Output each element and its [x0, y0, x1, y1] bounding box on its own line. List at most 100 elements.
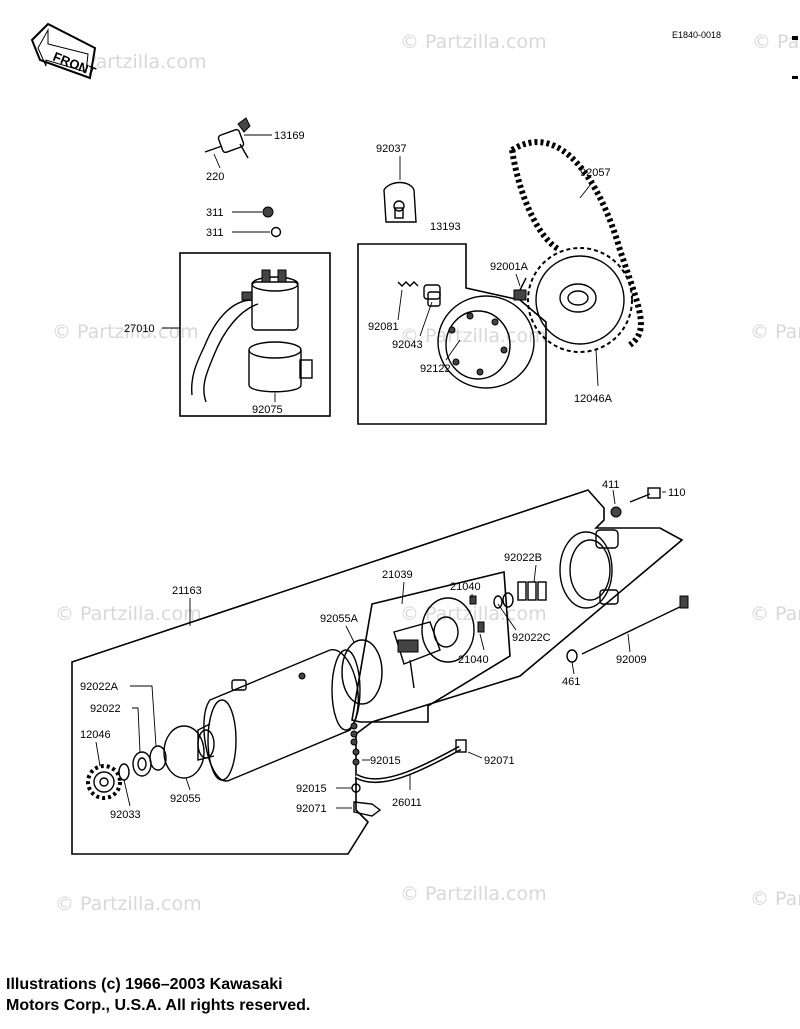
- part-label-21040b: 21040: [458, 654, 489, 666]
- watermark: © Partzilla.com: [52, 321, 199, 343]
- part-label-12046: 12046: [80, 729, 111, 741]
- part-label-92001A: 92001A: [490, 261, 529, 273]
- part-label-92022B: 92022B: [504, 552, 542, 564]
- starter-sprocket-icon: [86, 764, 122, 800]
- watermark: © Partzilla.com: [750, 321, 800, 343]
- clutch-frame: [357, 243, 547, 425]
- leader-line: [130, 685, 157, 747]
- part-label-311a: 311: [206, 207, 224, 219]
- part-label-110: 110: [668, 487, 686, 499]
- brush-holder-frame: [351, 570, 511, 723]
- circlip-icon: [118, 763, 130, 781]
- part-label-92015b: 92015: [296, 783, 327, 795]
- part-label-92009: 92009: [616, 654, 647, 666]
- leader-line: [479, 633, 485, 651]
- leader-line: [185, 777, 191, 791]
- chain-icon: [509, 139, 644, 348]
- small-nuts-icon: [350, 722, 360, 766]
- part-label-92022C: 92022C: [512, 632, 551, 644]
- part-label-21040a: 21040: [450, 581, 481, 593]
- starter-relay-icon: [190, 269, 299, 403]
- part-label-92081: 92081: [368, 321, 399, 333]
- part-label-92071a: 92071: [484, 755, 515, 767]
- part-label-92055A: 92055A: [320, 613, 359, 625]
- damper-rubber-icon: [383, 181, 417, 223]
- part-label-92033: 92033: [110, 809, 141, 821]
- o-ring-461-icon: [566, 649, 578, 663]
- watermark: © Partzilla.com: [400, 883, 547, 905]
- watermark: © Partzilla.com: [60, 51, 207, 73]
- part-label-311b: 311: [206, 227, 224, 239]
- leader-line: [401, 581, 405, 605]
- copyright-line-1: Illustrations (c) 1966–2003 Kawasaki: [6, 976, 283, 993]
- leader-line: [123, 779, 131, 807]
- watermark: © Partzilla.com: [400, 31, 547, 53]
- copyright-notice: Illustrations (c) 1966–2003 Kawasaki Mot…: [6, 974, 310, 1016]
- o-ring-92055-icon: [163, 725, 205, 779]
- brush-plate-icon: [393, 597, 475, 689]
- part-label-92075: 92075: [252, 404, 283, 416]
- long-bolt-92009-icon: [581, 595, 689, 655]
- leader-line: [467, 751, 483, 759]
- leader-line: [345, 625, 355, 643]
- part-label-411: 411: [602, 479, 620, 491]
- part-label-12046A: 12046A: [574, 393, 613, 405]
- watermark: © Partzilla.com: [750, 603, 800, 625]
- leader-line: [571, 661, 575, 675]
- watermark: © Partzilla.com: [400, 603, 547, 625]
- watermarks: © Partzilla.com © Partzilla.com © Partzi…: [52, 31, 800, 915]
- leader-line: [132, 707, 141, 753]
- part-label-220: 220: [206, 171, 224, 183]
- starter-motor-icon: [197, 649, 361, 782]
- part-label-21163: 21163: [172, 585, 202, 597]
- part-label-92071b: 92071: [296, 803, 327, 815]
- washer-411-icon: [610, 506, 622, 518]
- part-label-92022: 92022: [90, 703, 121, 715]
- o-ring-92055A-icon: [341, 639, 383, 705]
- leader-line: [419, 301, 433, 337]
- bolt-220-icon: [204, 117, 251, 159]
- end-cover-icon: [559, 529, 619, 609]
- part-label-13169: 13169: [274, 130, 305, 142]
- part-label-92057: 92057: [580, 167, 611, 179]
- one-way-clutch-icon: [437, 295, 535, 389]
- leader-line: [445, 339, 461, 361]
- part-label-461: 461: [562, 676, 580, 688]
- relay-cover-icon: [248, 341, 313, 393]
- part-label-21039: 21039: [382, 569, 413, 581]
- part-label-92043: 92043: [392, 339, 423, 351]
- part-label-92015a: 92015: [370, 755, 401, 767]
- shims-icon: [493, 581, 547, 609]
- watermark: © Partzilla.com: [750, 888, 800, 910]
- leader-line: [579, 179, 595, 199]
- leader-line: [533, 564, 537, 583]
- relay-frame: [179, 252, 331, 417]
- part-label-92122: 92122: [420, 363, 451, 375]
- leader-line: [397, 289, 403, 321]
- leader-line: [497, 603, 517, 631]
- part-label-27010: 27010: [124, 323, 155, 335]
- part-label-92037: 92037: [376, 143, 407, 155]
- cap-92071-icon: [353, 801, 382, 817]
- nut-icon: [262, 206, 282, 238]
- diagram-code: E1840-0018: [672, 30, 721, 40]
- leader-line: [515, 273, 521, 287]
- leader-line: [595, 349, 599, 387]
- brush-icon: [469, 595, 485, 633]
- copyright-line-2: Motors Corp., U.S.A. All rights reserved…: [6, 997, 311, 1014]
- leader-line: [612, 489, 616, 505]
- watermark: © Partzilla.com: [55, 893, 202, 915]
- bolt-92001A-icon: [513, 277, 527, 301]
- leader-line: [627, 633, 631, 653]
- edge-mark: [792, 76, 798, 79]
- part-label-26011: 26011: [392, 797, 422, 809]
- leader-line: [95, 741, 101, 767]
- part-label-92022A: 92022A: [80, 681, 119, 693]
- part-label-92055: 92055: [170, 793, 201, 805]
- bolt-110-icon: [629, 487, 661, 503]
- cable-26011-icon: [354, 739, 467, 784]
- sprocket-icon: [527, 247, 633, 353]
- front-arrow-icon: FRONT: [30, 22, 98, 80]
- starter-frame: [71, 489, 684, 855]
